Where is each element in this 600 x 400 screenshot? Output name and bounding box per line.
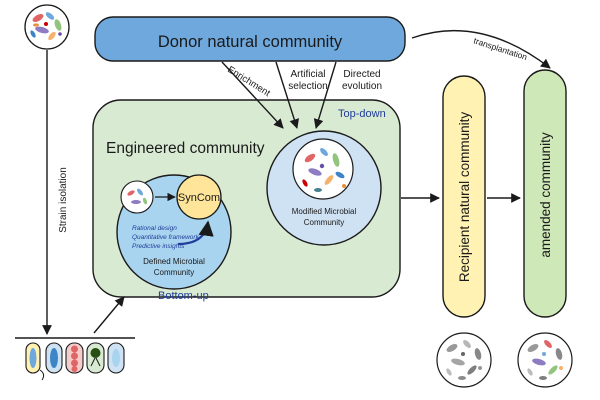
donor-microbe-sample-icon	[24, 4, 70, 50]
artificial-selection-arrow	[275, 61, 299, 129]
defined-community-label-2: Community	[154, 268, 194, 277]
syncom-circle	[176, 174, 222, 220]
predictive-insights-label: Predictive insights	[132, 243, 185, 250]
modified-community-label-2: Community	[304, 218, 344, 227]
small-sample-icon	[120, 180, 154, 214]
amended-microbe-sample-icon	[517, 332, 573, 388]
engineered-community-label: Engineered community	[106, 140, 265, 157]
recipient-microbe-sample-icon	[436, 332, 492, 388]
directed-evolution-arrow	[313, 61, 337, 129]
artificial-selection-label-1: Artificial	[290, 69, 325, 80]
directed-evolution-label-1: Directed	[343, 69, 380, 80]
directed-evolution-label-2: evolution	[342, 81, 382, 92]
artificial-selection-label-2: selection	[288, 81, 327, 92]
bottom-up-label: Bottom-up	[158, 290, 209, 302]
amended-community-box	[523, 69, 567, 318]
donor-community-box	[94, 16, 406, 62]
strain-isolation-label: Strain isolation	[58, 167, 69, 233]
defined-community-label-1: Defined Microbial	[143, 257, 205, 266]
enrichment-arrow	[221, 61, 284, 129]
transplantation-arrow	[411, 29, 551, 69]
donor-community-label: Donor natural community	[158, 33, 343, 51]
recipient-community-box	[442, 75, 486, 318]
isolated-strains-icon	[15, 337, 135, 381]
syncom-label: SynCom	[178, 192, 220, 204]
feedback-arrow	[177, 220, 214, 246]
recipient-community-label: Recipient natural community	[457, 112, 472, 283]
enrichment-label: Enrichment	[225, 64, 272, 99]
isolates-to-defined-arrow	[93, 296, 125, 334]
amended-community-label: amended community	[538, 132, 553, 258]
quantitative-framework-label: Quantitative framework	[132, 234, 200, 241]
rational-design-label: Rational design	[132, 225, 177, 232]
top-down-label: Top-down	[338, 108, 386, 120]
modified-community-label-1: Modified Microbial	[292, 207, 357, 216]
modified-sample-icon	[292, 138, 354, 200]
